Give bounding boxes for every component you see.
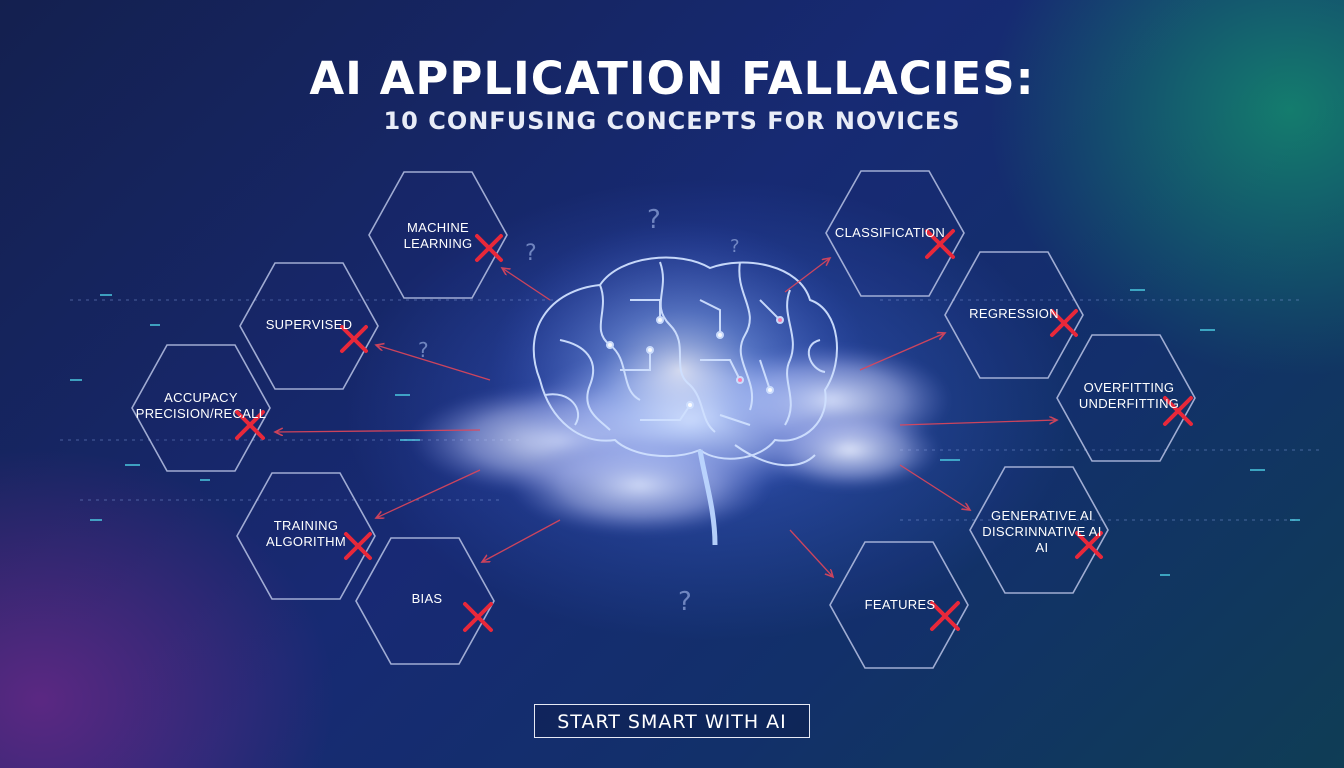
concept-training-algorithm: TRAINING ALGORITHM bbox=[266, 518, 346, 549]
concept-overfitting-underfitting: OVERFITTING UNDERFITTING bbox=[1078, 380, 1180, 411]
connector-arrows bbox=[275, 258, 1057, 577]
page-title: AI APPLICATION FALLACIES: bbox=[309, 52, 1035, 105]
page-subtitle: 10 CONFUSING CONCEPTS FOR NOVICES bbox=[383, 107, 961, 135]
concept-features: FEATURES bbox=[864, 597, 936, 612]
svg-text:?: ? bbox=[730, 236, 740, 257]
concept-supervised: SUPERVISED bbox=[265, 317, 353, 332]
brain-icon bbox=[532, 256, 838, 546]
concept-accuracy-precision-recall: ACCUPACY PRECISION/RECALL bbox=[135, 390, 267, 421]
svg-text:?: ? bbox=[647, 205, 661, 235]
concept-regression: REGRESSION bbox=[969, 306, 1059, 321]
svg-text:?: ? bbox=[678, 587, 692, 617]
concept-bias: BIAS bbox=[411, 591, 443, 606]
concept-generative-discriminative-ai: GENERATIVE AI DISCRINNATIVE AI AI bbox=[982, 508, 1102, 555]
question-mark-icons: ? ? ? ? ? bbox=[418, 205, 740, 617]
data-streaks bbox=[70, 289, 1300, 576]
concept-classification: CLASSIFICATION bbox=[834, 225, 946, 240]
cross-icons bbox=[235, 229, 1193, 632]
svg-text:?: ? bbox=[418, 338, 429, 362]
hexagon-frames bbox=[131, 170, 1196, 669]
svg-text:?: ? bbox=[525, 241, 537, 266]
start-smart-button[interactable]: START SMART WITH AI bbox=[534, 704, 810, 738]
data-dots bbox=[60, 299, 1320, 521]
concept-machine-learning: MACHINE LEARNING bbox=[403, 220, 473, 251]
